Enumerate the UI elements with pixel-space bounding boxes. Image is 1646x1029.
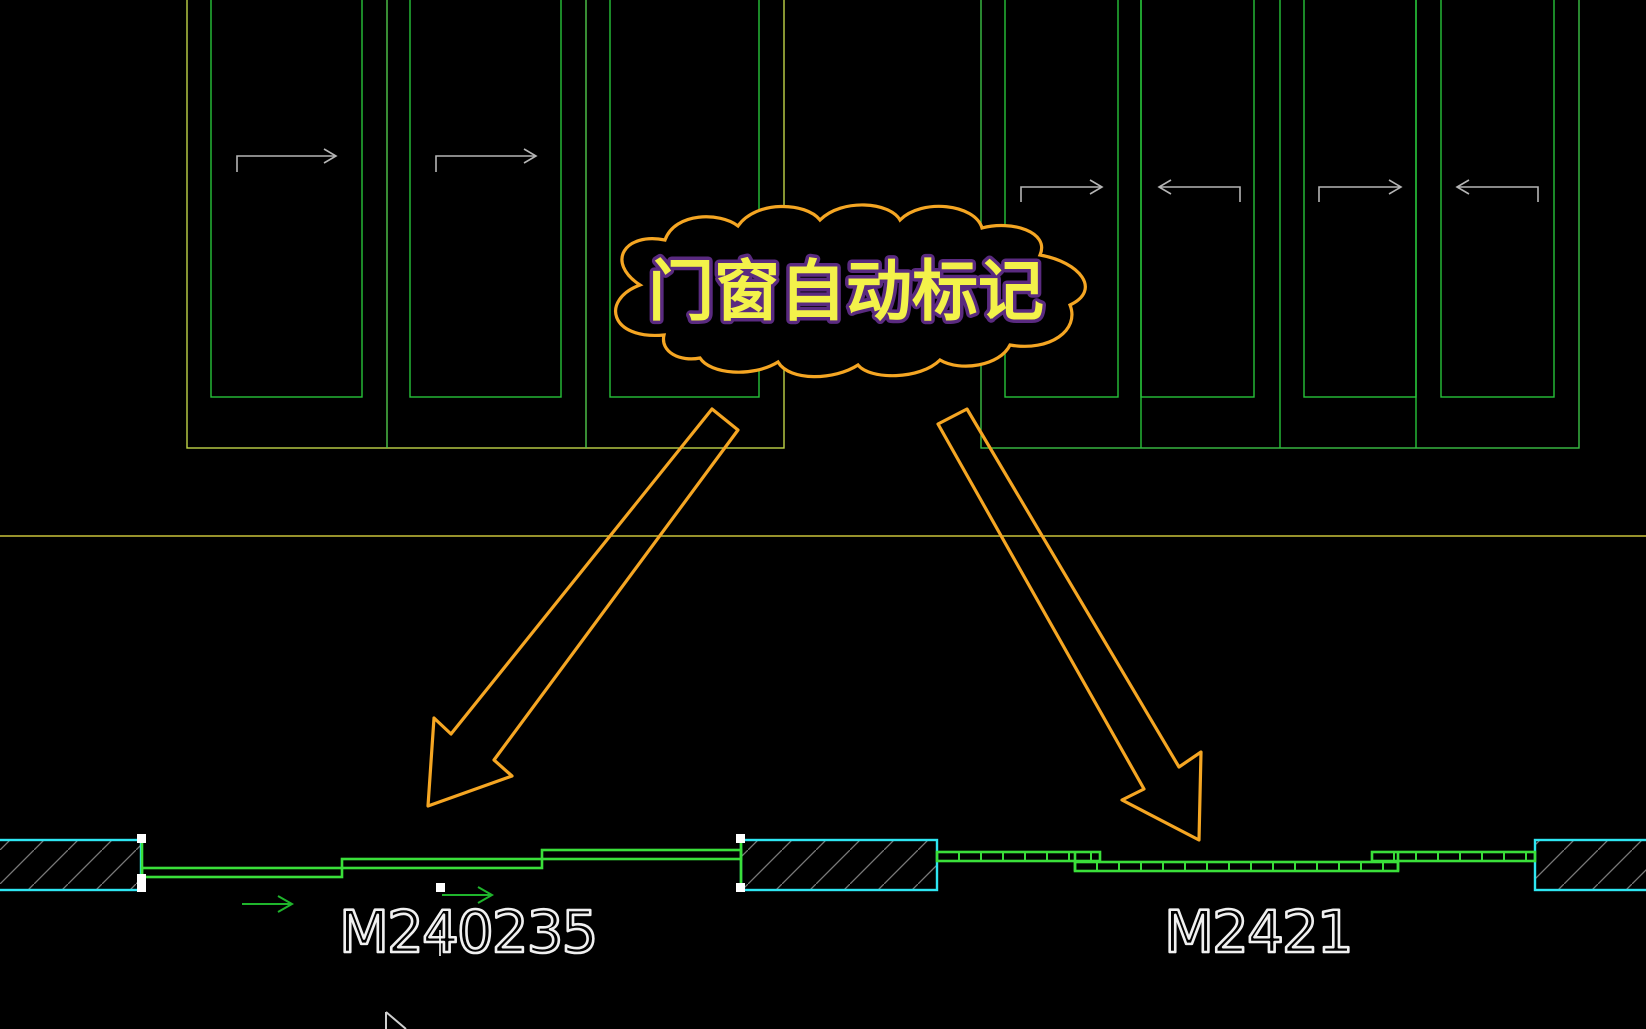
opening-arrow-icon bbox=[236, 148, 338, 172]
plan-opening-arrows bbox=[242, 886, 495, 913]
opening-direction-arrows-left bbox=[236, 148, 538, 172]
cloud-callout: 门窗自动标记 bbox=[614, 203, 1087, 379]
grip-icon bbox=[137, 834, 146, 843]
grip-icon bbox=[137, 874, 146, 883]
opening-direction-arrows-right bbox=[1020, 179, 1539, 202]
opening-arrow-icon bbox=[1020, 179, 1104, 202]
wall-segment bbox=[1533, 838, 1646, 892]
pointer-arrow-down-left-icon bbox=[426, 407, 740, 808]
pointer-arrow-down-right-icon bbox=[936, 407, 1203, 842]
grip-icon bbox=[736, 834, 745, 843]
cursor-arrow-icon bbox=[385, 1011, 407, 1029]
opening-arrow-icon bbox=[1455, 179, 1539, 202]
right-arrow-icon bbox=[442, 886, 495, 904]
opening-arrow-icon bbox=[435, 148, 538, 172]
opening-arrow-icon bbox=[1157, 179, 1241, 202]
plan-door-M2421[interactable] bbox=[935, 850, 1537, 873]
selection-grips[interactable] bbox=[137, 834, 745, 892]
wall-segment bbox=[739, 838, 939, 892]
right-arrow-icon bbox=[242, 895, 295, 913]
door-tag-label[interactable]: M240235 bbox=[338, 897, 600, 968]
callout-title: 门窗自动标记 bbox=[648, 254, 1044, 328]
plan-walls[interactable] bbox=[0, 838, 1646, 892]
grip-icon bbox=[436, 883, 445, 892]
grip-icon bbox=[137, 883, 146, 892]
opening-arrow-icon bbox=[1318, 179, 1403, 202]
door-tag-label[interactable]: M2421 bbox=[1163, 897, 1355, 968]
elevation-door-right[interactable] bbox=[980, 0, 1580, 449]
grip-icon bbox=[736, 883, 745, 892]
cloud-callout-icon bbox=[614, 203, 1087, 379]
wall-segment bbox=[0, 838, 143, 892]
plan-door-M240235[interactable] bbox=[140, 840, 743, 886]
